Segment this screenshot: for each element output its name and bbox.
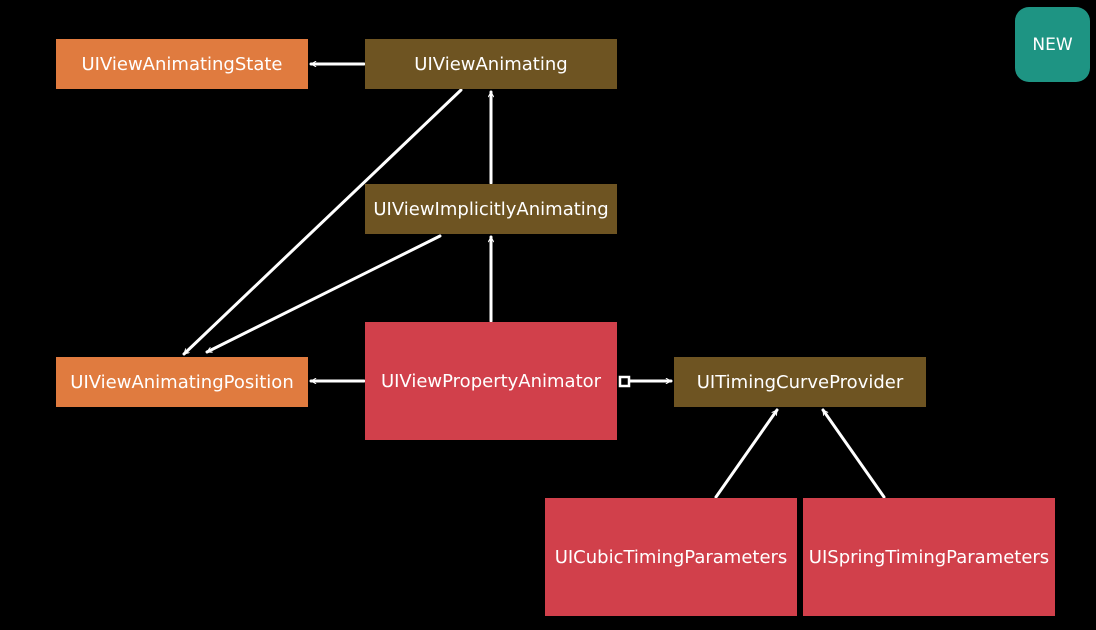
uispringtimingparameters-label: UISpringTimingParameters xyxy=(808,546,1050,568)
uiviewimplicitlyanimating-label: UIViewImplicitlyAnimating xyxy=(373,198,609,220)
uicubictimingparameters-label: UICubicTimingParameters xyxy=(554,546,788,568)
uitimingcurveprovider-label: UITimingCurveProvider xyxy=(696,371,904,393)
uiviewanimatingposition-box: UIViewAnimatingPosition xyxy=(56,357,308,407)
uiviewanimating-label: UIViewAnimating xyxy=(414,53,568,75)
arrow-implicit-to-position xyxy=(205,234,442,354)
arrow-animating-to-position xyxy=(182,88,463,356)
uispringtimingparameters-box: UISpringTimingParameters xyxy=(803,498,1055,616)
uiviewpropertyanimator-label: UIViewPropertyAnimator xyxy=(380,370,602,392)
uiviewanimatingposition-label: UIViewAnimatingPosition xyxy=(70,371,294,393)
aggregation-square xyxy=(618,375,631,388)
arrow-cubic-to-timing xyxy=(714,408,779,499)
uiviewpropertyanimator-box: UIViewPropertyAnimator xyxy=(365,322,617,440)
uicubictimingparameters-box: UICubicTimingParameters xyxy=(545,498,797,616)
arrow-spring-to-timing xyxy=(821,408,886,499)
uiviewanimatingstate-box: UIViewAnimatingState xyxy=(56,39,308,89)
uiviewanimatingstate-label: UIViewAnimatingState xyxy=(81,53,283,75)
uitimingcurveprovider-box: UITimingCurveProvider xyxy=(674,357,926,407)
new-badge: NEW xyxy=(1015,7,1090,82)
uiviewimplicitlyanimating-box: UIViewImplicitlyAnimating xyxy=(365,184,617,234)
uiviewanimating-box: UIViewAnimating xyxy=(365,39,617,89)
new-badge-label: NEW xyxy=(1032,34,1073,55)
